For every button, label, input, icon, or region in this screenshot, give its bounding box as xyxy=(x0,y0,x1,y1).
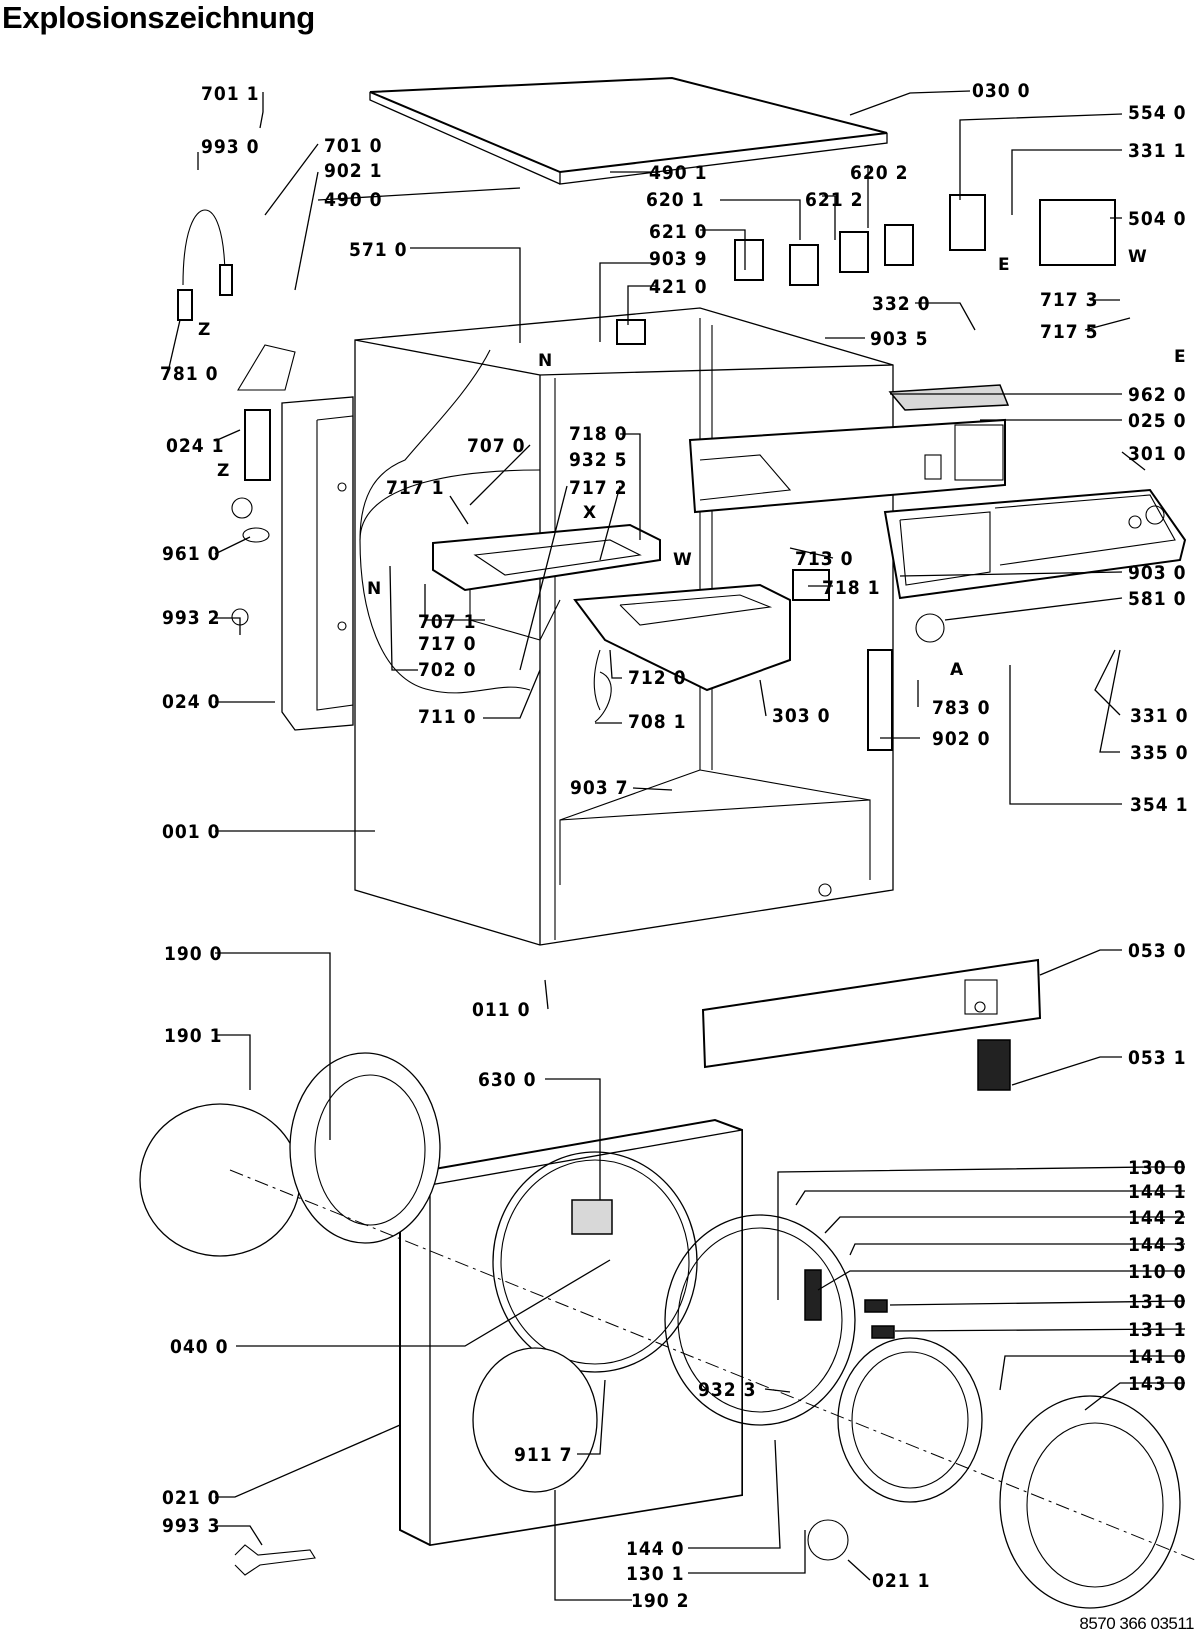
part-label: 190 0 xyxy=(164,943,223,965)
part-label: 932 5 xyxy=(569,449,628,471)
part-label: 144 0 xyxy=(626,1538,685,1560)
part-label: 331 0 xyxy=(1130,705,1189,727)
part-label: 021 1 xyxy=(872,1570,931,1592)
part-label: 932 3 xyxy=(698,1379,757,1401)
part-label: 131 0 xyxy=(1128,1291,1187,1313)
part-label: 962 0 xyxy=(1128,384,1187,406)
reference-mark: N xyxy=(538,351,552,371)
part-label: 702 0 xyxy=(418,659,477,681)
part-label: 141 0 xyxy=(1128,1346,1187,1368)
part-label: 701 0 xyxy=(324,135,383,157)
part-label: 621 2 xyxy=(805,189,864,211)
part-label: 903 7 xyxy=(570,777,629,799)
part-label: 331 1 xyxy=(1128,140,1187,162)
leader-lines xyxy=(167,90,1186,1601)
part-label: 332 0 xyxy=(872,293,931,315)
part-label: 961 0 xyxy=(162,543,221,565)
part-number-labels: 701 1 993 0 701 0 902 1 490 0 571 0 781 … xyxy=(160,80,1189,1612)
reference-mark: W xyxy=(673,550,692,570)
part-label: 717 2 xyxy=(569,477,628,499)
part-label: 490 0 xyxy=(324,189,383,211)
document-number: 8570 366 03511 xyxy=(1079,1614,1194,1633)
part-label: 025 0 xyxy=(1128,410,1187,432)
hoses-and-valves-drawing xyxy=(177,194,1116,751)
part-label: 554 0 xyxy=(1128,102,1187,124)
part-label: 131 1 xyxy=(1128,1319,1187,1341)
reference-mark: W xyxy=(1128,247,1147,267)
part-label: 993 3 xyxy=(162,1515,221,1537)
part-label: 053 0 xyxy=(1128,940,1187,962)
part-label: 717 0 xyxy=(418,633,477,655)
part-label: 711 0 xyxy=(418,706,477,728)
part-label: 143 0 xyxy=(1128,1373,1187,1395)
part-label: 001 0 xyxy=(162,821,221,843)
part-label: 993 0 xyxy=(201,136,260,158)
part-label: 620 1 xyxy=(646,189,705,211)
part-label: 335 0 xyxy=(1130,742,1189,764)
reference-mark: E xyxy=(998,255,1010,275)
part-label: 110 0 xyxy=(1128,1261,1187,1283)
part-label: 902 1 xyxy=(324,160,383,182)
part-label: 621 0 xyxy=(649,221,708,243)
part-label: 303 0 xyxy=(772,705,831,727)
part-label: 144 1 xyxy=(1128,1181,1187,1203)
control-panel-drawing xyxy=(432,384,1187,1091)
part-label: 571 0 xyxy=(349,239,408,261)
part-label: 781 0 xyxy=(160,363,219,385)
part-label: 024 0 xyxy=(162,691,221,713)
part-label: 630 0 xyxy=(478,1069,537,1091)
part-label: 490 1 xyxy=(649,162,708,184)
part-label: 301 0 xyxy=(1128,443,1187,465)
part-label: 021 0 xyxy=(162,1487,221,1509)
reference-mark: N xyxy=(367,579,381,599)
part-label: 712 0 xyxy=(628,667,687,689)
part-label: 581 0 xyxy=(1128,588,1187,610)
part-label: 718 1 xyxy=(822,577,881,599)
part-label: 713 0 xyxy=(795,548,854,570)
part-label: 130 0 xyxy=(1128,1157,1187,1179)
reference-marks: N N X W W Z Z E E A xyxy=(198,247,1186,680)
reference-mark: A xyxy=(950,660,964,680)
part-label: 993 2 xyxy=(162,607,221,629)
door-and-front-drawing xyxy=(139,1052,1196,1609)
part-label: 903 9 xyxy=(649,248,708,270)
part-label: 144 3 xyxy=(1128,1234,1187,1256)
part-label: 717 1 xyxy=(386,477,445,499)
part-label: 053 1 xyxy=(1128,1047,1187,1069)
part-label: 190 2 xyxy=(631,1590,690,1612)
part-label: 911 7 xyxy=(514,1444,573,1466)
part-label: 783 0 xyxy=(932,697,991,719)
reference-mark: E xyxy=(1174,347,1186,367)
part-label: 030 0 xyxy=(972,80,1031,102)
part-label: 620 2 xyxy=(850,162,909,184)
reference-mark: Z xyxy=(217,461,229,481)
part-label: 902 0 xyxy=(932,728,991,750)
part-label: 354 1 xyxy=(1130,794,1189,816)
page-title: Explosionszeichnung xyxy=(2,0,315,35)
part-label: 421 0 xyxy=(649,276,708,298)
part-label: 708 1 xyxy=(628,711,687,733)
part-label: 024 1 xyxy=(166,435,225,457)
reference-mark: Z xyxy=(198,320,210,340)
reference-mark: X xyxy=(583,503,596,523)
part-label: 040 0 xyxy=(170,1336,229,1358)
part-label: 903 5 xyxy=(870,328,929,350)
part-label: 130 1 xyxy=(626,1563,685,1585)
part-label: 717 3 xyxy=(1040,289,1099,311)
part-label: 190 1 xyxy=(164,1025,223,1047)
part-label: 144 2 xyxy=(1128,1207,1187,1229)
part-label: 707 1 xyxy=(418,611,477,633)
part-label: 504 0 xyxy=(1128,208,1187,230)
part-label: 718 0 xyxy=(569,423,628,445)
part-label: 717 5 xyxy=(1040,321,1099,343)
part-label: 903 0 xyxy=(1128,562,1187,584)
part-label: 701 1 xyxy=(201,83,260,105)
part-label: 707 0 xyxy=(467,435,526,457)
part-label: 011 0 xyxy=(472,999,531,1021)
